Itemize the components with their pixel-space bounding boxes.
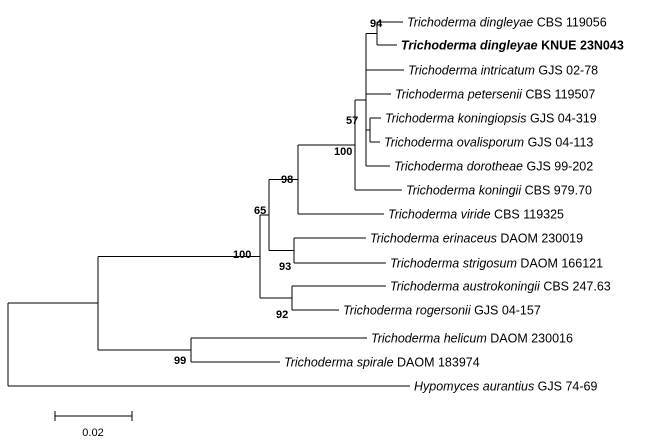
taxon-label-dingleyae2: Trichoderma dingleyae KNUE 23N043 <box>401 39 624 53</box>
bootstrap-labels: 94 57 100 98 65 100 93 92 99 <box>174 18 383 367</box>
taxon-strain: DAOM 183974 <box>394 356 480 370</box>
taxon-strain: DAOM 230016 <box>487 332 573 346</box>
taxon-label-dorotheae: Trichoderma dorotheae GJS 99-202 <box>394 160 593 174</box>
taxon-species: Trichoderma erinaceus <box>370 232 497 246</box>
taxon-strain: CBS 247.63 <box>540 280 611 294</box>
taxon-species: Trichoderma ovalisporum <box>384 136 524 150</box>
taxon-strain: GJS 02-78 <box>535 64 598 78</box>
bootstrap-value-b98: 98 <box>281 174 293 186</box>
taxon-label-strigosum: Trichoderma strigosum DAOM 166121 <box>390 257 603 271</box>
taxon-strain: GJS 99-202 <box>523 160 593 174</box>
taxon-label-austrokoningii: Trichoderma austrokoningii CBS 247.63 <box>390 280 611 294</box>
taxon-species: Trichoderma rogersonii <box>343 304 472 318</box>
taxon-species: Trichoderma helicum <box>371 332 487 346</box>
taxon-species: Trichoderma dingleyae <box>401 39 538 53</box>
taxon-label-dingleyae1: Trichoderma dingleyae CBS 119056 <box>407 16 607 30</box>
taxon-strain: GJS 04-113 <box>524 136 593 150</box>
taxon-species: Trichoderma dingleyae <box>407 16 533 30</box>
bootstrap-value-b65: 65 <box>254 205 266 217</box>
taxon-species: Trichoderma strigosum <box>390 257 517 271</box>
taxon-strain: DAOM 230019 <box>497 232 583 246</box>
bootstrap-value-b92: 92 <box>276 309 288 321</box>
taxon-label-hypomyces: Hypomyces aurantius GJS 74-69 <box>414 380 597 394</box>
taxon-label-rogersonii: Trichoderma rogersonii GJS 04-157 <box>343 304 541 318</box>
bootstrap-value-b93: 93 <box>279 261 291 273</box>
taxon-label-helicum: Trichoderma helicum DAOM 230016 <box>371 332 573 346</box>
taxon-strain: CBS 119056 <box>533 16 606 30</box>
taxon-strain: GJS 74-69 <box>534 380 597 394</box>
taxon-species: Trichoderma spirale <box>284 356 394 370</box>
bootstrap-value-b99: 99 <box>174 355 186 367</box>
taxon-strain: GJS 04-157 <box>471 304 541 318</box>
taxon-species: Trichoderma viride <box>388 208 491 222</box>
bootstrap-value-b100b: 100 <box>233 249 251 261</box>
leaf-labels: Trichoderma dingleyae CBS 119056Trichode… <box>284 16 624 394</box>
taxon-strain: DAOM 166121 <box>517 257 603 271</box>
taxon-strain: CBS 119325 <box>491 208 564 222</box>
tree-branches <box>7 21 410 387</box>
taxon-label-spirale: Trichoderma spirale DAOM 183974 <box>284 356 480 370</box>
taxon-strain: GJS 04-319 <box>527 112 597 126</box>
taxon-species: Trichoderma petersenii <box>395 88 523 102</box>
taxon-species: Trichoderma austrokoningii <box>390 280 541 294</box>
taxon-strain: CBS 119507 <box>522 88 595 102</box>
taxon-strain: KNUE 23N043 <box>538 39 624 53</box>
taxon-label-petersenii: Trichoderma petersenii CBS 119507 <box>395 88 595 102</box>
bootstrap-value-b100a: 100 <box>334 146 352 158</box>
taxon-strain: CBS 979.70 <box>521 184 592 198</box>
taxon-species: Trichoderma dorotheae <box>394 160 523 174</box>
taxon-label-erinaceus: Trichoderma erinaceus DAOM 230019 <box>370 232 583 246</box>
taxon-label-koningii: Trichoderma koningii CBS 979.70 <box>406 184 592 198</box>
taxon-label-koningiopsis: Trichoderma koningiopsis GJS 04-319 <box>385 112 597 126</box>
bootstrap-value-b94: 94 <box>370 18 383 30</box>
taxon-label-ovalisporum: Trichoderma ovalisporum GJS 04-113 <box>384 136 593 150</box>
scale-bar-label: 0.02 <box>82 427 103 439</box>
taxon-label-intricatum: Trichoderma intricatum GJS 02-78 <box>408 64 598 78</box>
taxon-species: Trichoderma koningii <box>406 184 522 198</box>
scale-bar: 0.02 <box>54 411 133 439</box>
taxon-species: Trichoderma koningiopsis <box>385 112 527 126</box>
taxon-label-viride: Trichoderma viride CBS 119325 <box>388 208 564 222</box>
taxon-species: Trichoderma intricatum <box>408 64 535 78</box>
bootstrap-value-b57: 57 <box>346 115 358 127</box>
taxon-species: Hypomyces aurantius <box>414 380 534 394</box>
